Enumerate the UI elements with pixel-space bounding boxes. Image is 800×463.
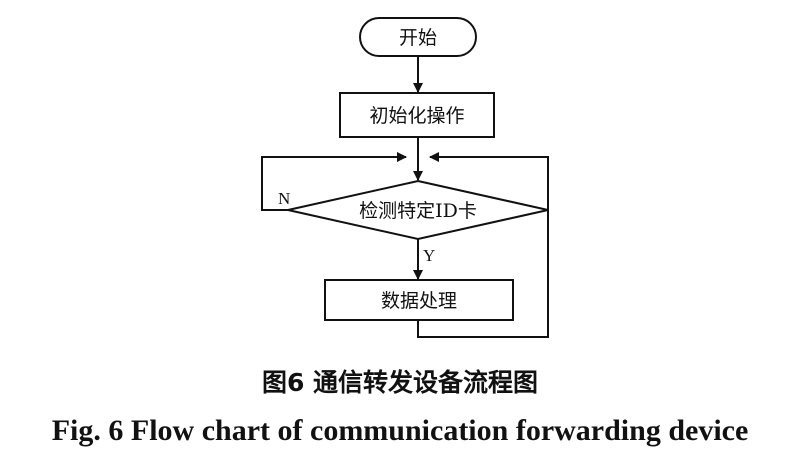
caption-chinese: 图6 通信转发设备流程图 xyxy=(261,368,539,397)
decision-label: 检测特定ID卡 xyxy=(359,200,477,222)
init-label: 初始化操作 xyxy=(369,105,464,127)
process-node: 数据处理 xyxy=(324,279,514,321)
decision-node: 检测特定ID卡 xyxy=(287,179,549,241)
start-label: 开始 xyxy=(399,27,437,49)
process-label: 数据处理 xyxy=(381,290,457,312)
loop-no-branch xyxy=(261,152,407,211)
caption-english: Fig. 6 Flow chart of communication forwa… xyxy=(51,414,749,447)
label-no: N xyxy=(278,189,290,208)
start-node: 开始 xyxy=(359,17,477,57)
init-node: 初始化操作 xyxy=(339,92,495,138)
loop-return xyxy=(417,152,549,338)
label-yes: Y xyxy=(423,246,435,265)
